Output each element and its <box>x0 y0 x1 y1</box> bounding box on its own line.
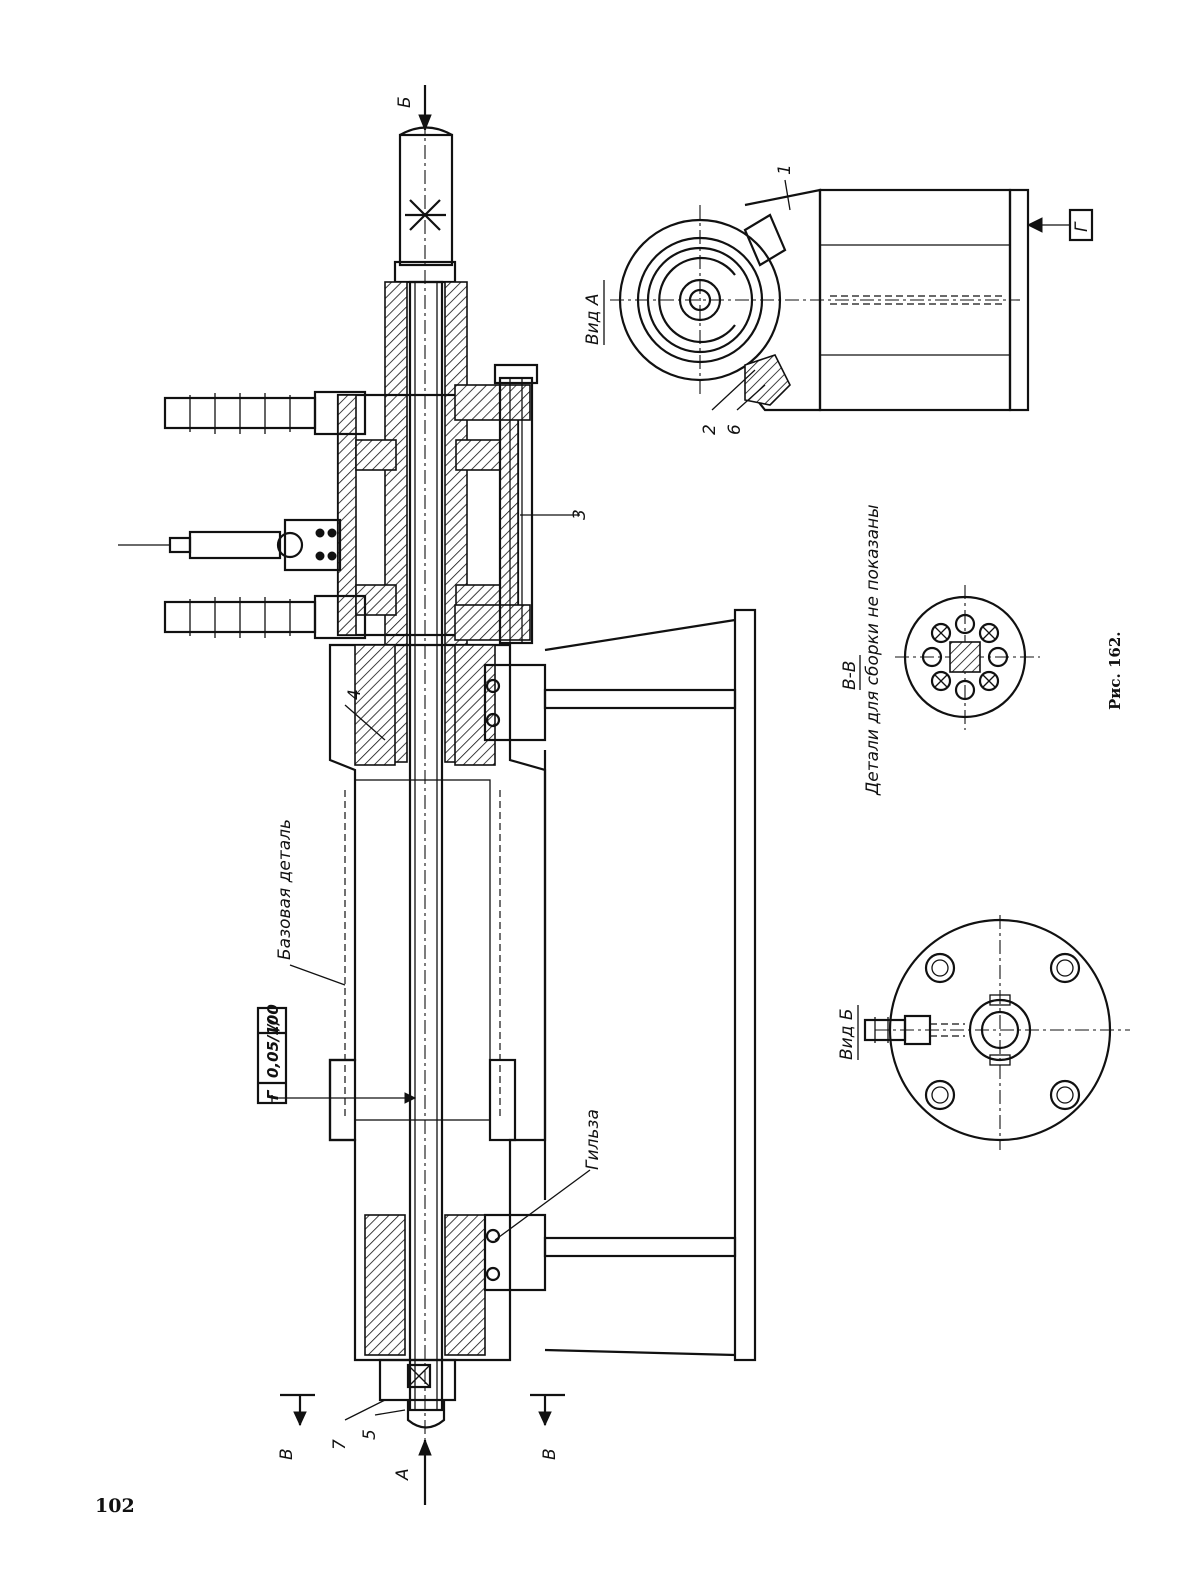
page-number: 102 <box>95 1495 135 1517</box>
section-vv-note: Детали для сборки не показаны <box>863 504 883 796</box>
piston-upper-left <box>356 440 396 470</box>
housing-wall-right <box>500 395 518 635</box>
hydraulic-fitting-lower <box>165 596 365 638</box>
arrow-b-label: Б <box>395 96 415 108</box>
support-stand <box>545 610 755 1360</box>
bushing-upper-left <box>355 645 395 765</box>
figure-caption: Рис. 162. <box>1106 631 1124 710</box>
shaft-end-top <box>400 135 452 265</box>
label-sleeve: Гильза <box>583 1109 603 1170</box>
step-right <box>490 1060 515 1140</box>
callout-5: 5 <box>360 1429 380 1440</box>
callout-4: 4 <box>345 689 365 700</box>
view-b: Вид Б <box>837 915 1130 1150</box>
flange-lower <box>455 605 530 640</box>
square-key-section <box>950 642 980 672</box>
datum-g-label: Г <box>1072 221 1092 232</box>
hydraulic-fitting-upper <box>165 392 365 434</box>
housing-wall-left <box>338 395 356 635</box>
view-b-title: Вид Б <box>837 1008 857 1060</box>
view-a-title: Вид А <box>583 294 603 346</box>
clamp-block-lower <box>485 1215 545 1290</box>
bushing-upper-right <box>455 645 495 765</box>
section-vv-title: В-В <box>840 661 860 690</box>
tolerance-value: 0,05/100 <box>264 1004 282 1078</box>
cut-label-right: В <box>540 1448 560 1460</box>
flange-upper <box>455 385 530 420</box>
tie-rod-nut <box>495 365 537 383</box>
callout-1: 1 <box>775 164 795 175</box>
section-vv: В-В Детали для сборки не показаны Рис. 1… <box>840 504 1124 796</box>
piston-lower-left <box>356 585 396 615</box>
arrow-a-label: А <box>393 1468 413 1481</box>
sensor-probe <box>118 520 340 570</box>
view-a: Вид А Г 1 2 6 <box>583 164 1092 435</box>
inner-bore <box>355 780 490 1120</box>
cut-label-left: В <box>277 1448 297 1460</box>
tolerance-frame: // 0,05/100 Г <box>258 1004 415 1103</box>
shaft-tip <box>408 1400 444 1428</box>
flange-bolts <box>926 954 1079 1109</box>
bushing-lower-left <box>365 1215 405 1355</box>
callout-6: 6 <box>725 424 745 435</box>
label-base-part: Базовая деталь <box>275 819 295 960</box>
callout-2: 2 <box>700 424 720 435</box>
datum-triangle <box>1028 218 1042 232</box>
callout-7: 7 <box>330 1439 350 1450</box>
piston-upper-right <box>456 440 500 470</box>
step-left <box>330 1060 355 1140</box>
bushing-lower-right <box>445 1215 485 1355</box>
